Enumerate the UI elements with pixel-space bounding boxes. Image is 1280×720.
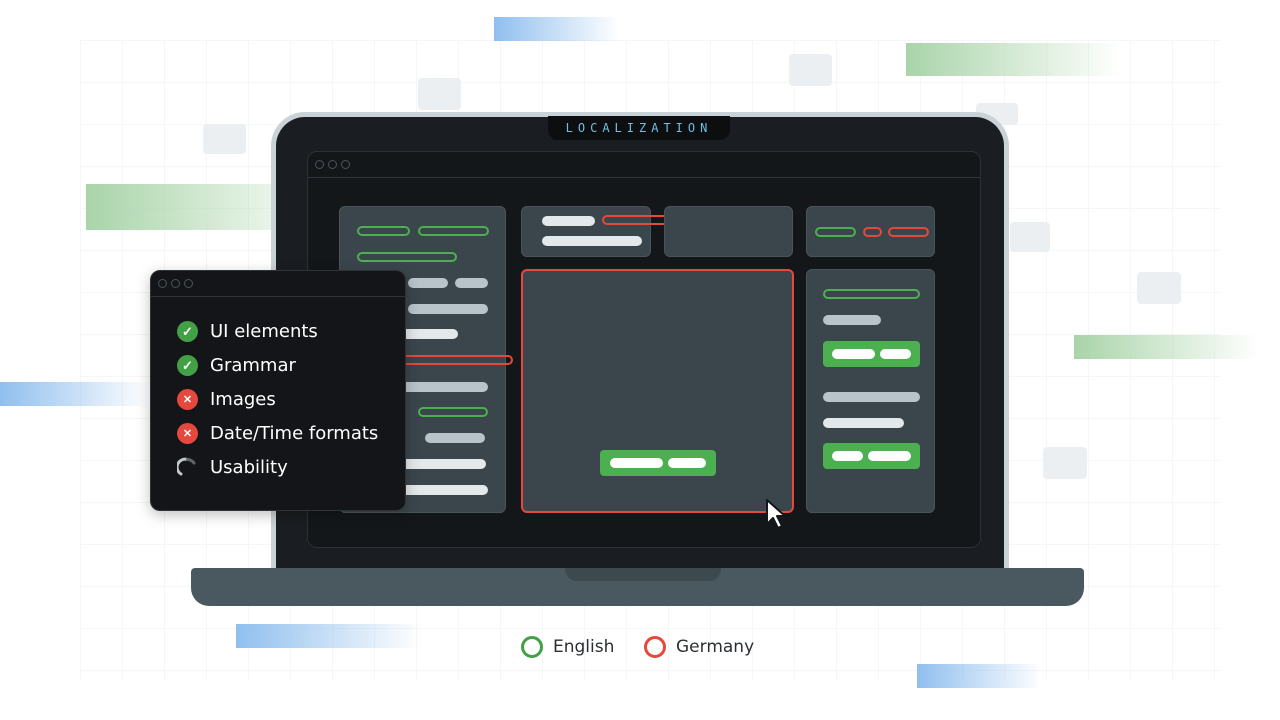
mouse-cursor-icon (766, 499, 786, 529)
notch-label: LOCALIZATION (565, 121, 713, 135)
check-icon: ✓ (177, 321, 198, 342)
checklist-item-usability: Usability (177, 457, 288, 478)
decor-window (418, 78, 461, 110)
button-label-placeholder (868, 451, 911, 461)
button-label-placeholder (610, 458, 663, 468)
decor-folder (203, 124, 246, 154)
spinner-icon (177, 457, 196, 476)
header-card (521, 206, 651, 257)
action-button[interactable] (823, 443, 920, 469)
placeholder-text (425, 433, 485, 443)
decor-stripe (236, 624, 421, 648)
window-dot-icon[interactable] (158, 279, 167, 288)
checklist-item-label: Date/Time formats (210, 423, 379, 444)
button-label-placeholder (832, 451, 863, 461)
window-dot-icon[interactable] (171, 279, 180, 288)
decor-window (1137, 272, 1181, 304)
placeholder-ok (418, 407, 488, 417)
placeholder-text (542, 236, 642, 246)
primary-button[interactable] (600, 450, 716, 476)
button-label-placeholder (668, 458, 706, 468)
placeholder-error (888, 227, 929, 237)
legend-item-germany: Germany (644, 636, 754, 658)
laptop-notch: LOCALIZATION (548, 116, 730, 140)
window-dot-icon[interactable] (184, 279, 193, 288)
placeholder-text (542, 216, 595, 226)
placeholder-text (823, 315, 881, 325)
decor-window (1043, 447, 1087, 479)
x-icon: ✕ (177, 389, 198, 410)
header-card (806, 206, 935, 257)
placeholder-text (400, 329, 458, 339)
placeholder-ok (815, 227, 856, 237)
button-label-placeholder (832, 349, 875, 359)
localization-checklist: ✓ UI elements ✓ Grammar ✕ Images ✕ Date/… (150, 270, 406, 511)
check-icon: ✓ (177, 355, 198, 376)
placeholder-ok (418, 226, 489, 236)
window-titlebar (308, 152, 980, 178)
decor-window (1010, 222, 1050, 252)
decor-stripe (1074, 335, 1259, 359)
placeholder-ok (357, 226, 410, 236)
checklist-item-ui-elements: ✓ UI elements (177, 321, 318, 342)
x-icon: ✕ (177, 423, 198, 444)
checklist-item-label: Grammar (210, 355, 296, 376)
button-label-placeholder (880, 349, 911, 359)
window-dot-icon[interactable] (328, 160, 337, 169)
placeholder-error (395, 355, 513, 365)
legend-item-english: English (521, 636, 614, 658)
action-button[interactable] (823, 341, 920, 367)
checklist-item-grammar: ✓ Grammar (177, 355, 296, 376)
main-content-panel (521, 269, 794, 513)
placeholder-text (455, 278, 488, 288)
placeholder-error (863, 227, 882, 237)
placeholder-text (823, 418, 904, 428)
green-ring-icon (521, 636, 543, 658)
legend-label: English (553, 637, 615, 657)
legend-label: Germany (676, 637, 755, 657)
placeholder-ok (357, 252, 457, 262)
checklist-item-label: Images (210, 389, 276, 410)
checklist-item-label: Usability (210, 457, 288, 478)
window-dot-icon[interactable] (341, 160, 350, 169)
window-dot-icon[interactable] (315, 160, 324, 169)
decor-stripe (0, 382, 150, 406)
checklist-item-images: ✕ Images (177, 389, 276, 410)
placeholder-text (408, 304, 488, 314)
placeholder-text (408, 278, 448, 288)
right-panel (806, 269, 935, 513)
header-card (664, 206, 793, 257)
decor-stripe (494, 17, 619, 41)
placeholder-ok (823, 289, 920, 299)
placeholder-text (400, 485, 488, 495)
decor-window (789, 54, 832, 86)
checklist-item-label: UI elements (210, 321, 318, 342)
checklist-item-date-time-formats: ✕ Date/Time formats (177, 423, 378, 444)
checklist-titlebar (151, 271, 405, 297)
placeholder-text (400, 459, 486, 469)
placeholder-text (400, 382, 488, 392)
placeholder-text (823, 392, 920, 402)
decor-stripe (906, 43, 1121, 76)
red-ring-icon (644, 636, 666, 658)
laptop-hinge-notch (565, 568, 721, 581)
decor-stripe (917, 664, 1042, 688)
